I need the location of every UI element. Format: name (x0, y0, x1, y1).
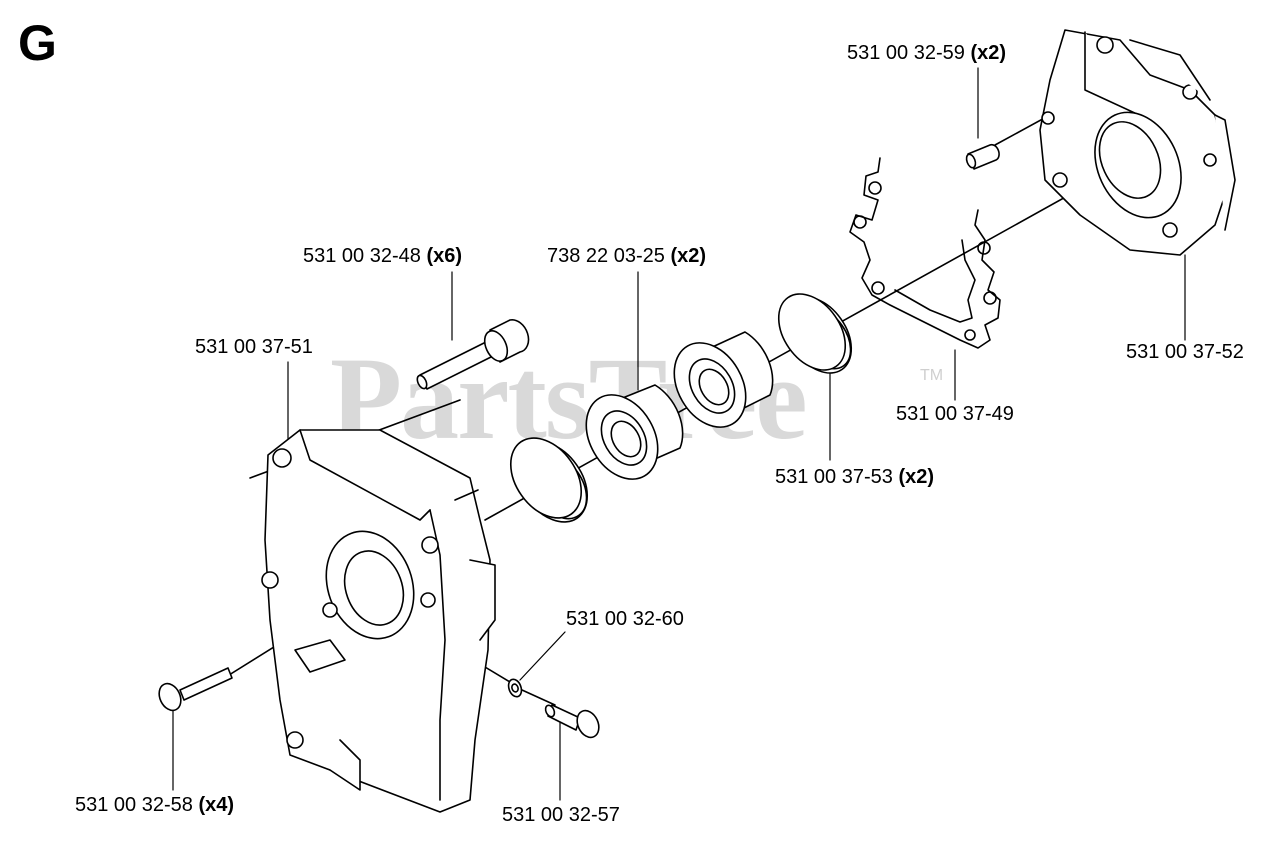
part-label-531-00-32-59: 531 00 32-59 (x2) (847, 42, 1007, 64)
long-screw-drawing (415, 320, 528, 390)
washer-drawing (506, 677, 523, 698)
part-label-531-00-37-49: 531 00 37-49 (896, 403, 1014, 425)
part-label-531-00-32-57: 531 00 32-57 (502, 804, 620, 826)
leader-lines (173, 68, 1185, 800)
section-letter: G (18, 15, 57, 71)
part-label-531-00-32-60: 531 00 32-60 (566, 608, 684, 630)
right-crankcase-drawing (1040, 30, 1235, 255)
part-label-531-00-32-58: 531 00 32-58 (x4) (75, 794, 235, 816)
lower-bearing-drawing (572, 382, 683, 492)
watermark-trademark: TM (920, 367, 944, 384)
part-label-531-00-37-53: 531 00 37-53 (x2) (775, 466, 935, 488)
upper-seal-drawing (765, 282, 865, 386)
left-crankcase-drawing (262, 430, 495, 812)
upper-bearing-drawing (660, 330, 773, 440)
part-label-531-00-37-52: 531 00 37-52 (1126, 341, 1244, 363)
part-label-531-00-32-48: 531 00 32-48 (x6) (303, 245, 463, 267)
dowel-pin (965, 145, 999, 169)
part-label-531-00-37-51: 531 00 37-51 (195, 336, 313, 358)
gasket-drawing (850, 158, 1000, 348)
bottom-left-screw-drawing (155, 668, 232, 714)
part-label-738-22-03-25: 738 22 03-25 (x2) (547, 245, 707, 267)
lower-seal-drawing (496, 425, 602, 535)
short-screw-drawing (544, 704, 603, 741)
